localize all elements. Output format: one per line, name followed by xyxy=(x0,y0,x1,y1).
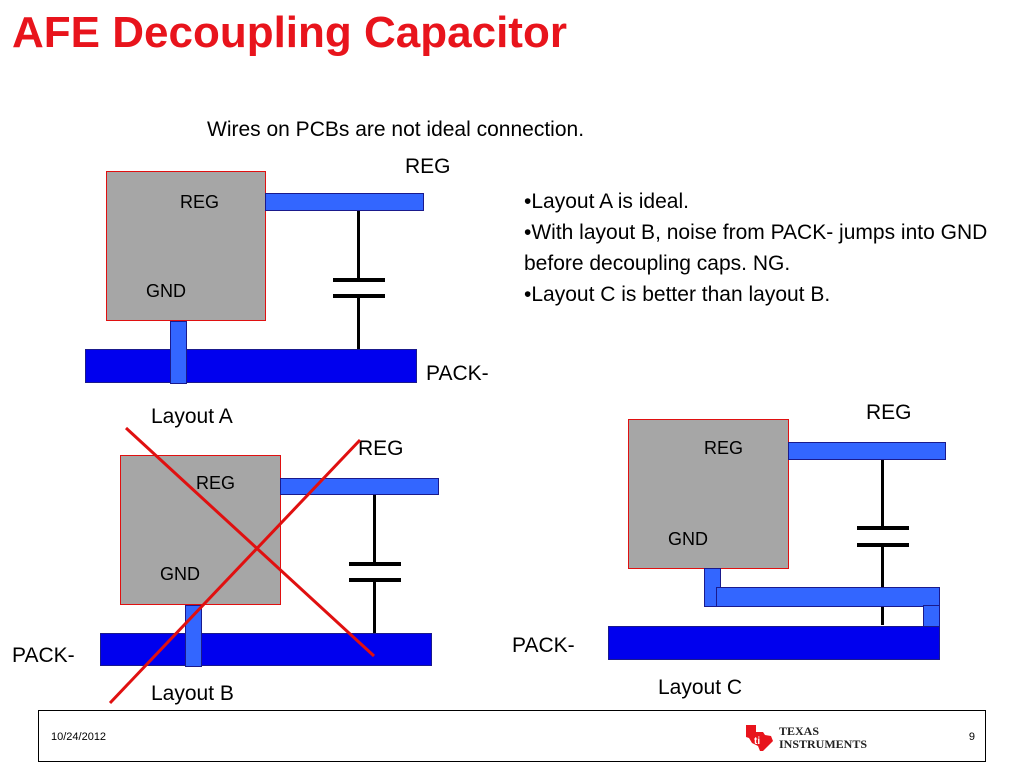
layout-caption: Layout A xyxy=(151,405,233,428)
pack-label: PACK- xyxy=(12,644,75,667)
pack-ground-plane xyxy=(85,349,417,383)
texas-state-icon: ti xyxy=(746,725,773,751)
cap-lead-bottom xyxy=(881,547,884,625)
cap-lead-top xyxy=(881,460,884,526)
bullet-list: •Layout A is ideal. •With layout B, nois… xyxy=(524,186,994,310)
cross-stroke xyxy=(124,426,376,658)
cap-plate-top xyxy=(333,278,385,282)
bullet-item: •With layout B, noise from PACK- jumps i… xyxy=(524,221,988,275)
slide-title: AFE Decoupling Capacitor xyxy=(12,8,567,57)
chip-reg-pin-label: REG xyxy=(704,438,744,458)
slide-footer: 10/24/2012 ti Texas Instruments 9 xyxy=(38,710,986,762)
cross-stroke xyxy=(108,438,362,705)
afe-chip xyxy=(628,419,789,569)
logo-wordmark: Texas Instruments xyxy=(779,725,867,751)
cap-lead-top xyxy=(373,495,376,562)
chip-gnd-pin-label: GND xyxy=(146,281,186,301)
cap-lead-bottom xyxy=(373,582,376,633)
cap-plate-bottom xyxy=(333,294,385,298)
reg-net-label: REG xyxy=(358,437,404,460)
bullet-item: •Layout A is ideal. xyxy=(524,190,689,213)
reg-net-label: REG xyxy=(866,401,912,424)
svg-text:ti: ti xyxy=(754,736,760,747)
footer-date: 10/24/2012 xyxy=(51,731,107,743)
slide-subtitle: Wires on PCBs are not ideal connection. xyxy=(207,118,585,141)
bullet-item: •Layout C is better than layout B. xyxy=(524,283,831,306)
logo-line-1: Texas xyxy=(779,724,820,738)
logo-line-2: Instruments xyxy=(779,737,868,751)
reg-trace xyxy=(265,193,424,211)
texas-instruments-logo: ti Texas Instruments xyxy=(743,723,883,753)
gnd-return-trace xyxy=(716,587,940,607)
afe-chip xyxy=(106,171,266,321)
chip-reg-pin-label: REG xyxy=(180,192,220,212)
cap-plate-top xyxy=(857,526,909,530)
cap-plate-bottom xyxy=(349,578,401,582)
chip-reg-pin-label: REG xyxy=(196,473,236,493)
pack-label: PACK- xyxy=(512,634,575,657)
pack-ground-plane xyxy=(608,626,940,660)
gnd-trace xyxy=(170,321,187,384)
page-number: 9 xyxy=(968,731,975,743)
chip-gnd-pin-label: GND xyxy=(668,529,708,549)
pack-label: PACK- xyxy=(426,362,489,385)
cap-lead-top xyxy=(357,211,360,278)
reg-net-label: REG xyxy=(405,155,451,178)
cap-lead-bottom xyxy=(357,298,360,349)
cap-plate-bottom xyxy=(857,543,909,547)
cap-plate-top xyxy=(349,562,401,566)
afe-chip xyxy=(120,455,281,605)
reg-trace xyxy=(788,442,946,460)
layout-caption: Layout C xyxy=(658,676,743,699)
chip-gnd-pin-label: GND xyxy=(160,564,200,584)
pack-ground-plane xyxy=(100,633,432,666)
layout-caption: Layout B xyxy=(151,682,234,705)
